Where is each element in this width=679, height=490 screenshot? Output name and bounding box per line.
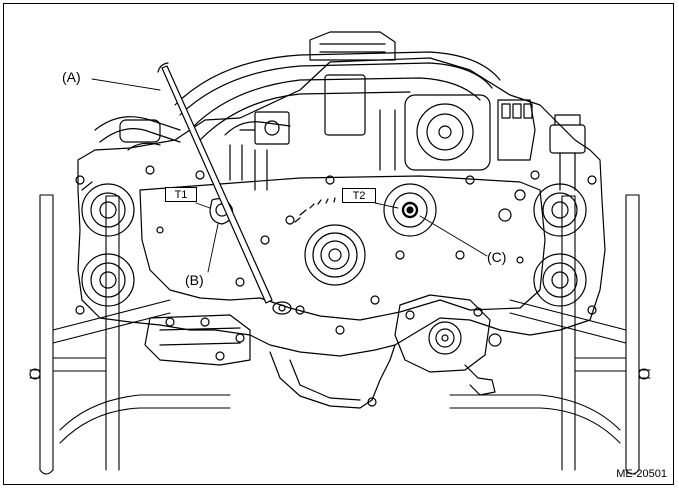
dipstick-tube: [157, 62, 292, 315]
idler-pulley: [383, 183, 437, 237]
crankshaft-pulley: [294, 197, 366, 286]
torque-tag-t1: T1: [165, 187, 197, 202]
engine-stand: [29, 194, 651, 475]
engine-block: [77, 57, 606, 409]
leader-t1: [195, 202, 211, 209]
right-sprockets: [498, 175, 597, 315]
torque-tag-t2: T2: [342, 188, 376, 203]
water-pump: [394, 294, 502, 396]
callout-a-label: (A): [62, 69, 81, 85]
throttle-assembly: [404, 94, 586, 191]
callout-b-label: (B): [185, 272, 204, 288]
cover-bolts: [145, 165, 540, 335]
leader-a: [91, 78, 161, 91]
leader-b: [207, 223, 219, 273]
lower-left-housing: [144, 314, 251, 366]
callout-c-label: (C): [487, 249, 507, 265]
left-sprockets: [75, 175, 135, 315]
leader-c: [419, 215, 488, 257]
figure-id: ME-20501: [616, 468, 667, 480]
intake-manifold: [94, 31, 501, 191]
leader-t2: [374, 202, 399, 209]
figure-frame: [3, 3, 674, 485]
leader-lines: [91, 78, 488, 273]
